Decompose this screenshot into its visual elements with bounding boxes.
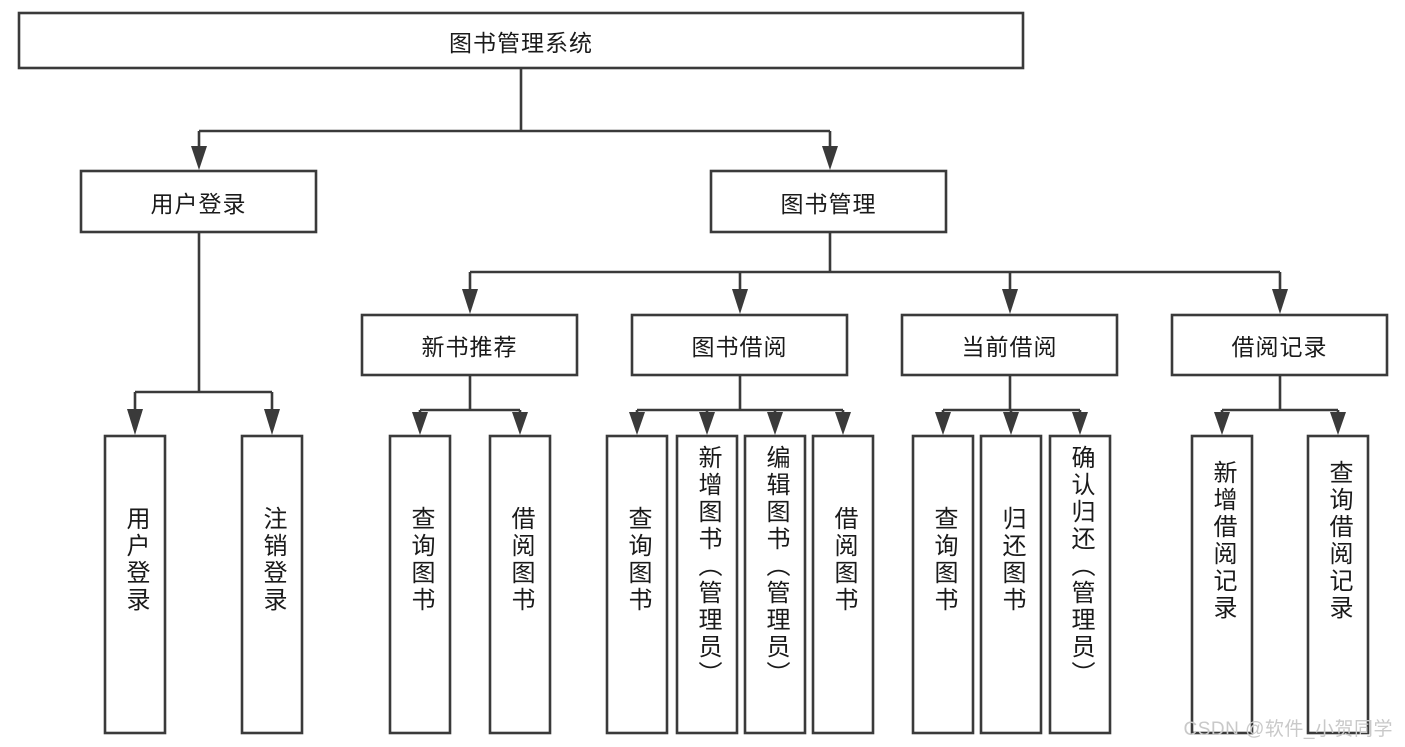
node-leaf-query-book-1[interactable]: [388, 434, 452, 735]
csdn-watermark: CSDN @软件_小贺同学: [1183, 719, 1393, 740]
connector-group-root: [191, 68, 838, 170]
node-leaf-confirm-return[interactable]: [1048, 434, 1112, 735]
connector-group-current-borrow: [935, 375, 1088, 435]
node-leaf-return-book[interactable]: [979, 434, 1043, 735]
node-current-borrow[interactable]: [900, 313, 1119, 377]
node-leaf-add-book[interactable]: [675, 434, 739, 735]
node-leaf-add-record[interactable]: [1190, 434, 1254, 735]
connector-group-user-login: [127, 232, 280, 435]
node-leaf-borrow-book-2[interactable]: [811, 434, 875, 735]
node-leaf-query-book-2[interactable]: [605, 434, 669, 735]
node-leaf-edit-book[interactable]: [743, 434, 807, 735]
node-leaf-user-login[interactable]: [103, 434, 167, 735]
connector-group-borrow-record: [1214, 375, 1346, 435]
node-user-login[interactable]: [79, 169, 318, 234]
node-leaf-logout[interactable]: [240, 434, 304, 735]
arrow-to-book-management: [822, 146, 838, 170]
node-root[interactable]: [17, 11, 1025, 70]
connector-group-book-management: [462, 232, 1288, 314]
arrow-to-user-login: [191, 146, 207, 170]
node-borrow-record[interactable]: [1170, 313, 1389, 377]
node-leaf-borrow-book-1[interactable]: [488, 434, 552, 735]
node-new-book-recommend[interactable]: [360, 313, 579, 377]
node-leaf-query-book-3[interactable]: [911, 434, 975, 735]
node-book-borrow[interactable]: [630, 313, 849, 377]
connector-group-book-borrow: [629, 375, 851, 435]
node-book-management[interactable]: [709, 169, 948, 234]
connector-group-new-book-recommend: [412, 375, 528, 435]
node-leaf-query-record[interactable]: [1306, 434, 1370, 735]
